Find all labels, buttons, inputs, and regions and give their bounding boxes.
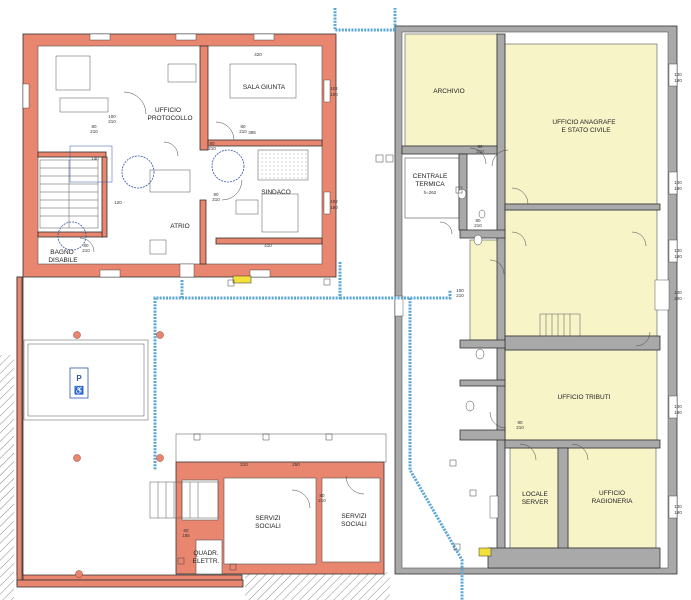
svg-text:420: 420 bbox=[254, 52, 262, 57]
svg-text:210: 210 bbox=[239, 129, 247, 134]
svg-text:80: 80 bbox=[477, 144, 483, 149]
label-ragioneria-2: RAGIONERIA bbox=[592, 498, 633, 505]
svg-text:100: 100 bbox=[674, 290, 682, 295]
label-servizi-1a: SERVIZI bbox=[255, 515, 280, 522]
label-servizi-2b: SOCIALI bbox=[341, 521, 367, 528]
parking-icon: P bbox=[76, 374, 82, 383]
svg-text:210: 210 bbox=[516, 425, 524, 430]
label-anagrafe-1: UFFICIO ANAGRAFE bbox=[552, 119, 616, 126]
svg-text:102: 102 bbox=[330, 86, 338, 91]
label-ufficio-protocollo-1: UFFICIO bbox=[155, 107, 181, 114]
svg-text:185: 185 bbox=[182, 533, 190, 538]
label-servizi-2a: SERVIZI bbox=[341, 513, 366, 520]
label-ragioneria-1: UFFICIO bbox=[599, 490, 625, 497]
svg-text:210: 210 bbox=[476, 149, 484, 154]
svg-text:100: 100 bbox=[674, 404, 682, 409]
label-archivio: ARCHIVIO bbox=[433, 88, 464, 95]
label-atrio: ATRIO bbox=[170, 223, 189, 230]
svg-text:190: 190 bbox=[330, 205, 338, 210]
svg-text:120: 120 bbox=[114, 200, 122, 205]
label-centrale-1: CENTRALE bbox=[413, 173, 448, 180]
label-bagno-1: BAGNO bbox=[50, 249, 73, 256]
svg-text:100: 100 bbox=[108, 114, 116, 119]
svg-text:210: 210 bbox=[240, 462, 248, 467]
svg-text:102: 102 bbox=[330, 199, 338, 204]
svg-text:210: 210 bbox=[90, 129, 98, 134]
svg-text:80: 80 bbox=[319, 493, 325, 498]
svg-text:100: 100 bbox=[674, 248, 682, 253]
svg-text:210: 210 bbox=[318, 498, 326, 503]
label-sindaco: SINDACO bbox=[261, 189, 291, 196]
svg-text:210: 210 bbox=[456, 293, 464, 298]
label-tributi: UFFICIO TRIBUTI bbox=[558, 394, 611, 401]
right-building bbox=[394, 25, 678, 575]
label-sala-giunta: SALA GIUNTA bbox=[243, 84, 286, 91]
label-anagrafe-2: E STATO CIVILE bbox=[561, 127, 611, 134]
label-centrale-2: TERMICA bbox=[415, 181, 445, 188]
svg-text:220: 220 bbox=[674, 296, 682, 301]
svg-text:80: 80 bbox=[517, 420, 523, 425]
svg-text:210: 210 bbox=[212, 197, 220, 202]
accessible-icon: ♿ bbox=[74, 385, 84, 395]
svg-text:190: 190 bbox=[330, 92, 338, 97]
label-quadr-2: ELETTR. bbox=[193, 558, 220, 565]
markers bbox=[177, 154, 477, 571]
label-server-2: SERVER bbox=[522, 499, 549, 506]
svg-text:190: 190 bbox=[674, 78, 682, 83]
svg-text:80: 80 bbox=[91, 124, 97, 129]
svg-text:210: 210 bbox=[108, 119, 116, 124]
svg-text:80: 80 bbox=[213, 192, 219, 197]
svg-text:60: 60 bbox=[183, 528, 189, 533]
svg-text:80: 80 bbox=[240, 124, 246, 129]
svg-text:100: 100 bbox=[674, 504, 682, 509]
svg-text:190: 190 bbox=[674, 254, 682, 259]
svg-text:80: 80 bbox=[209, 141, 215, 146]
label-servizi-1b: SOCIALI bbox=[255, 523, 281, 530]
label-quadr-1: QUADR. bbox=[193, 550, 218, 557]
bottom-hatch bbox=[245, 572, 390, 600]
label-centrale-3: h=262 bbox=[424, 190, 437, 195]
left-hatch bbox=[0, 355, 14, 600]
svg-text:140: 140 bbox=[91, 156, 99, 161]
label-bagno-2: DISABILE bbox=[48, 257, 78, 264]
label-server-1: LOCALE bbox=[522, 491, 548, 498]
duct-lines bbox=[153, 8, 464, 600]
svg-text:80: 80 bbox=[475, 218, 481, 223]
svg-text:100: 100 bbox=[674, 180, 682, 185]
svg-text:410: 410 bbox=[264, 243, 272, 248]
svg-text:190: 190 bbox=[674, 186, 682, 191]
svg-text:250: 250 bbox=[292, 462, 300, 467]
svg-text:190: 190 bbox=[674, 510, 682, 515]
left-building bbox=[22, 33, 337, 284]
svg-text:100: 100 bbox=[456, 288, 464, 293]
svg-text:210: 210 bbox=[474, 223, 482, 228]
svg-text:210: 210 bbox=[82, 248, 90, 253]
svg-text:100: 100 bbox=[674, 72, 682, 77]
label-ufficio-protocollo-2: PROTOCOLLO bbox=[147, 115, 192, 122]
dimension-labels: 100 210 80 210 80 210 80 210 80 210 80 2… bbox=[82, 52, 682, 538]
room-labels: UFFICIO PROTOCOLLO SALA GIUNTA SINDACO A… bbox=[48, 84, 633, 565]
svg-text:395: 395 bbox=[248, 130, 256, 135]
svg-text:210: 210 bbox=[208, 146, 216, 151]
courtyard bbox=[16, 276, 387, 588]
svg-text:80: 80 bbox=[83, 243, 89, 248]
svg-text:190: 190 bbox=[674, 410, 682, 415]
